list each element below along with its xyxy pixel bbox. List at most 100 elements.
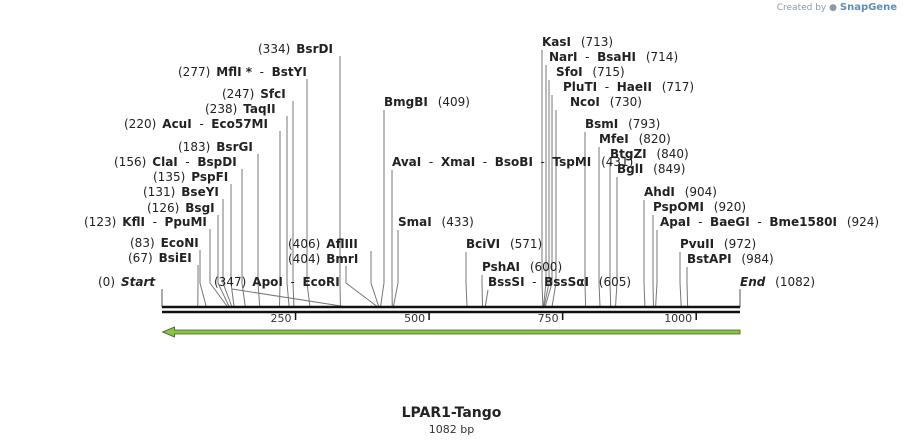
site-label: BmgBI (409) [384,95,470,109]
site-connector [481,275,484,308]
site-connector [241,169,246,308]
site-connector [643,200,646,308]
enzyme-name: EcoNI [161,236,199,250]
site-position: (717) [662,80,694,94]
site-connector [543,80,550,308]
scale-tick-label: 500 [404,312,425,325]
site-connector [541,50,544,308]
site-position: (600) [530,260,562,274]
enzyme-name: Bme1580I [769,215,837,229]
enzyme-name: ClaI [152,155,177,169]
enzyme-name: End [740,275,766,289]
site-connector [615,177,618,308]
site-position: (714) [646,50,678,64]
site-position: (83) [130,236,155,250]
enzyme-name: ApoI [252,275,283,289]
site-label: End (1082) [740,275,815,289]
enzyme-name: BssSαI [544,275,589,289]
site-position: (924) [847,215,879,229]
site-position: (156) [114,155,146,169]
site-position: (123) [84,215,116,229]
site-connector [609,162,612,308]
enzyme-name: PvuII [680,237,714,251]
enzyme-name: BspDI [197,155,236,169]
enzyme-name: PluTI [563,80,597,94]
site-connector [542,65,547,308]
enzyme-name: BsgI [185,201,214,215]
enzyme-name: BsaHI [597,50,636,64]
site-position: (220) [124,117,156,131]
map-length: 1082 bp [428,423,475,436]
site-label: PvuII (972) [680,237,756,251]
site-position: (840) [656,147,688,161]
scale-tick-label: 750 [538,312,559,325]
site-connector [598,147,601,308]
credit-brand: SnapGene [839,2,897,13]
enzyme-name: PshAI [482,260,520,274]
site-label: ApaI - BaeGI - Bme1580I (924) [660,215,879,229]
site-position: (409) [438,95,470,109]
enzyme-name: BciVI [466,237,500,251]
site-connector [465,252,468,308]
site-label: KasI (713) [542,35,613,49]
site-label: BciVI (571) [466,237,542,251]
enzyme-name: XmaI [441,155,475,169]
map-title: LPAR1-Tango [401,405,502,421]
site-connector [544,95,553,308]
site-position: (972) [724,237,756,251]
site-position: (1082) [775,275,815,289]
site-connector [199,250,207,308]
site-label: (183) BsrGI [178,140,253,154]
site-label: AvaI - XmaI - BsoBI - TspMI (431) [392,155,633,169]
site-connector [217,215,230,308]
site-connector [655,230,658,308]
enzyme-name: PpuMI [165,215,207,229]
enzyme-name: PspOMI [653,200,704,214]
enzyme-name: SmaI [398,215,432,229]
site-connector [306,79,311,308]
scale-tick-label: 250 [271,312,292,325]
site-label: BglI (849) [617,162,685,176]
enzyme-name: BtgZI [610,147,647,161]
site-position: (571) [510,237,542,251]
enzyme-name: AhdI [644,185,675,199]
enzyme-name: BsrDI [296,42,333,56]
site-position: (0) [98,275,115,289]
enzyme-name: MfeI [599,132,629,146]
site-position: (984) [741,252,773,266]
enzyme-name: MflI * [216,65,252,79]
site-position: (849) [653,162,685,176]
enzyme-name: TaqII [243,102,275,116]
site-connector [686,267,689,308]
site-label: (0) Start [98,275,156,289]
site-label: BssSI - BssSαI (605) [488,275,631,289]
site-label: (67) BsiEI [128,251,192,265]
site-label: (123) KflI - PpuMI [84,215,207,229]
site-label: (238) TaqII [205,102,276,116]
enzyme-name: TspMI [553,155,592,169]
enzyme-name: AvaI [392,155,421,169]
site-connector [484,289,489,308]
enzyme-name: NcoI [570,95,600,109]
site-label: (131) BseYI [143,185,219,199]
site-connector [209,229,229,308]
site-label: (156) ClaI - BspDI [114,155,237,169]
enzyme-name: NarI [549,50,578,64]
site-position: (920) [714,200,746,214]
site-label: (126) BsgI [147,201,215,215]
site-label: NcoI (730) [570,95,642,109]
enzyme-name: PspFI [191,170,228,184]
site-position: (715) [592,65,624,79]
site-connector [345,266,379,308]
site-position: (334) [258,42,290,56]
site-label: SmaI (433) [398,215,474,229]
enzyme-name: AcuI [162,117,191,131]
site-label: BtgZI (840) [610,147,689,161]
site-connector [370,251,380,308]
enzyme-name: BsrGI [216,140,253,154]
site-label: (247) SfcI [222,87,286,101]
enzyme-name: HaeII [617,80,652,94]
site-position: (67) [128,251,153,265]
feature-arrow [161,326,741,338]
